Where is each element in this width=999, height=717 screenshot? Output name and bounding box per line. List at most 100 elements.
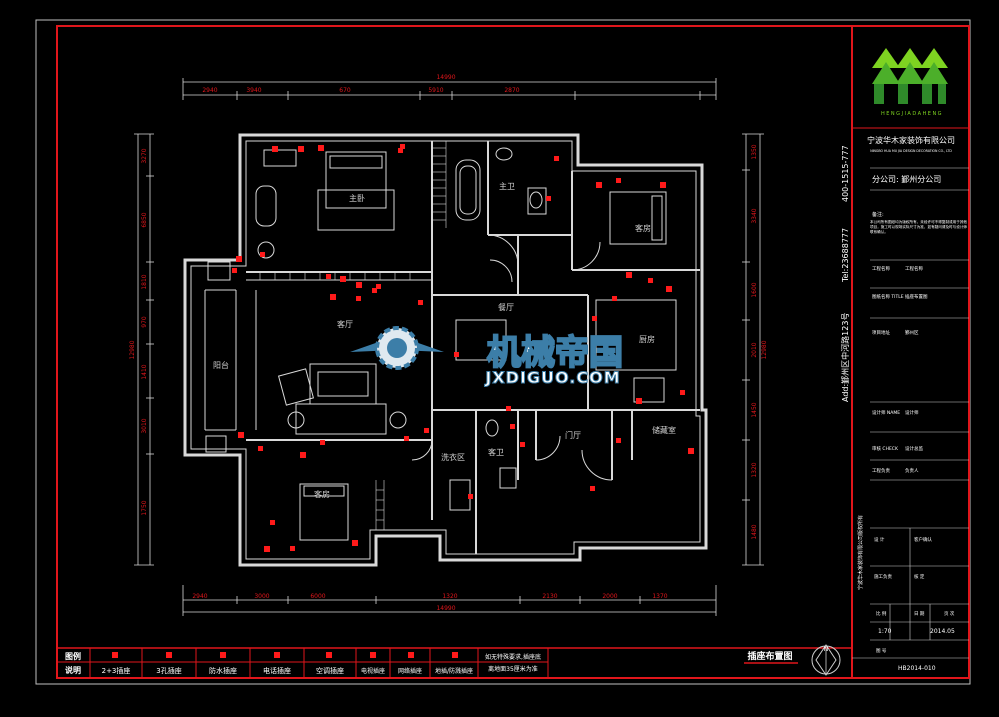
room-study: 厨房	[639, 334, 655, 344]
dim-left-3: 1810	[141, 274, 148, 289]
dim-bottom-4: 1320	[442, 593, 457, 600]
room-balcony: 阳台	[213, 360, 229, 370]
dim-top-4: 5910	[428, 87, 443, 94]
company-cn: 宁波华木家装饰有限公司	[867, 135, 955, 145]
grid-cell-3: 施工负责	[874, 573, 892, 580]
tel-text: Tel:23688777	[841, 228, 850, 283]
dim-bottom-5: 2130	[542, 593, 557, 600]
inner-wall-offset	[190, 140, 701, 560]
legend-item-5: 空调插座	[316, 666, 344, 675]
legend-table	[57, 648, 549, 678]
dimension-texts-left: 12980 3270 6850 1810 970 1410 3010 1750 …	[129, 144, 768, 539]
dim-right-7: 1480	[751, 524, 758, 539]
dim-bottom-total: 14990	[436, 605, 455, 612]
row-label-1: 工程名称	[872, 265, 890, 272]
page-label: 页 次	[944, 610, 955, 617]
legend-item-3: 防水插座	[209, 666, 237, 675]
phone-text: 400-1515-777	[841, 145, 850, 202]
date-label: 日 期	[914, 611, 925, 617]
scale-value: 1:70	[878, 628, 892, 635]
dim-right-total: 12980	[761, 340, 768, 359]
room-bath1: 主卫	[499, 181, 515, 191]
dim-left-2: 6850	[141, 212, 148, 227]
watermark-cn: 机械帝国	[487, 333, 623, 373]
legend-item-8: 地插/防溅插座	[435, 667, 473, 675]
legend-symbols	[112, 652, 458, 658]
room-master: 主卧	[349, 193, 365, 203]
legend-header-b: 说明	[65, 665, 81, 675]
dim-left-total: 12980	[129, 340, 136, 359]
address-text: Add:鄞州区中河路123号	[840, 313, 850, 402]
date-value: 2014.05	[930, 628, 955, 635]
row-label-4: 设计师 NAME	[872, 409, 900, 416]
watermark: 机械帝国 JXDIGUO.COM	[350, 326, 624, 388]
company-en: NINGBO HUA MU JIA DESIGN DECORATION CO.,…	[870, 149, 952, 153]
dim-right-5: 1450	[751, 402, 758, 417]
dim-right-1: 1350	[751, 144, 758, 159]
grid-cell-1: 设 计	[874, 536, 885, 543]
row-value-3: 鄞州区	[905, 329, 919, 336]
room-dining: 餐厅	[498, 303, 514, 312]
dim-bottom-2: 3000	[254, 593, 269, 600]
sheet-label: 图 号	[876, 648, 887, 654]
drawing-frame	[56, 25, 970, 679]
dim-right-3: 1600	[751, 282, 758, 297]
floor-plan	[183, 133, 708, 567]
dim-top-1: 2940	[202, 87, 217, 94]
title-block: HENGJIADAHENG 宁波华木家装饰有限公司 NINGBO HUA MU …	[840, 48, 969, 672]
grid-cell-4: 核 定	[914, 573, 925, 580]
room-bedroom-ne: 客房	[635, 223, 651, 233]
legend-header-a: 图例	[65, 651, 81, 661]
room-laundry: 洗衣区	[441, 452, 465, 462]
dim-top-3: 670	[339, 87, 351, 94]
dim-left-5: 1410	[141, 364, 148, 379]
watermark-en: JXDIGUO.COM	[484, 368, 620, 387]
vertical-company: 宁波华木家装饰有限公司版权所有	[857, 515, 864, 590]
legend-item-4: 电话插座	[263, 666, 291, 675]
row-value-6: 负责人	[905, 467, 919, 474]
outer-wall	[183, 133, 708, 567]
room-storage: 储藏室	[652, 425, 676, 435]
notes-label: 备注:	[872, 211, 884, 218]
row-value-4: 设计师	[905, 409, 919, 416]
plan-title: 插座布置图	[747, 650, 792, 662]
legend-note-1: 如无特殊要求,插座底	[485, 653, 541, 661]
dim-bottom-7: 1370	[652, 593, 667, 600]
grid-cell-2: 客户确认	[914, 536, 932, 543]
row-label-3: 项目地址	[872, 329, 890, 336]
notes-text: 本公司所有图纸均为版权所有，未经许可不得复制或用于其他项目，施工时以现场实际尺寸…	[870, 220, 968, 234]
row-label-2: 图纸名称 TITLE	[872, 293, 904, 300]
legend-item-1: 2+3插座	[102, 666, 131, 675]
north-label: N	[824, 646, 829, 653]
north-arrow: N	[811, 644, 841, 676]
brand-text: HENGJIADAHENG	[881, 111, 943, 117]
row-label-6: 工程负责	[872, 467, 890, 474]
dim-right-4: 2010	[751, 342, 758, 357]
dim-left-4: 970	[141, 316, 148, 328]
dimension-texts: 14990 2940 3940 670 5910 2870 14990 2940…	[192, 74, 667, 612]
row-value-1: 工程名称	[905, 265, 923, 272]
room-living: 客厅	[337, 319, 353, 329]
dim-left-6: 3010	[141, 418, 148, 433]
legend-texts: 图例 说明 2+3插座 3孔插座 防水插座 电话插座 空调插座 电视插座 网络插…	[65, 651, 541, 675]
row-value-2: 插座布置图	[905, 293, 928, 300]
room-bedroom-s: 客房	[314, 489, 330, 499]
dim-right-6: 1320	[751, 462, 758, 477]
dim-left-1: 3270	[141, 148, 148, 163]
row-value-5: 设计总监	[905, 445, 923, 452]
room-bath2: 客卫	[488, 447, 504, 457]
dim-top-total: 14990	[436, 74, 455, 81]
legend-item-6: 电视插座	[361, 667, 385, 675]
dim-left-7: 1750	[141, 500, 148, 515]
dimension-lines	[134, 78, 764, 616]
dim-bottom-1: 2940	[192, 593, 207, 600]
dim-right-2: 3340	[751, 208, 758, 223]
dim-top-2: 3940	[246, 87, 261, 94]
legend-note-2: 离地面35厘米为准	[488, 665, 538, 673]
legend-item-7: 网络插座	[398, 667, 422, 675]
socket-markers	[232, 144, 694, 552]
room-entrance: 门厅	[565, 430, 581, 440]
scale-label: 比 例	[876, 610, 887, 617]
